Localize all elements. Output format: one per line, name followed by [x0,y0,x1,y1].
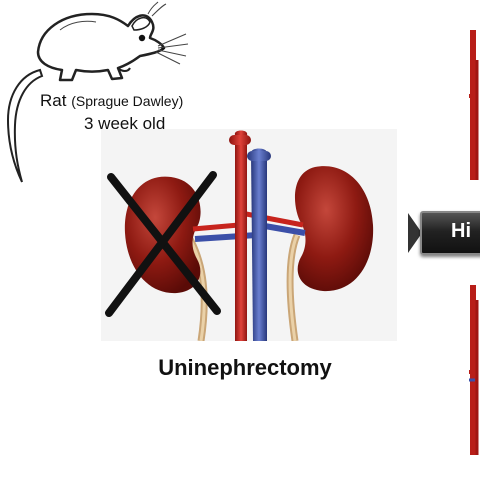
rat-caption-line-1: Rat (Sprague Dawley) [40,89,250,113]
cross-mark-line-2 [105,171,217,317]
rat-label-age: 3 week old [84,114,166,133]
next-step-label: Hi [451,220,471,242]
rat-label-species: (Sprague Dawley) [71,93,184,109]
rat-label-main: Rat [40,91,67,110]
rat-caption: Rat (Sprague Dawley) 3 week old [40,89,250,135]
partial-kidney-illustrations [469,0,480,455]
kidney-pair-illustration [105,130,374,341]
rat-icon [6,1,189,183]
arrow-right-icon [408,213,422,253]
procedure-title: Uninephrectomy [158,355,332,380]
next-step-box [420,211,480,255]
